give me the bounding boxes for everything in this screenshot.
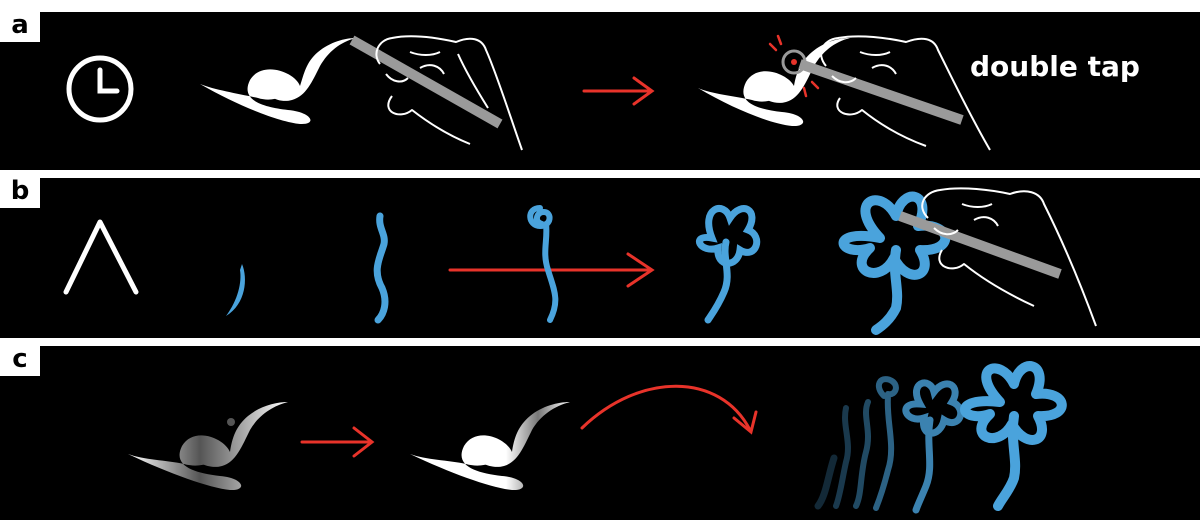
blue-stroke-stage-2 xyxy=(377,216,385,320)
sequence-stroke-5 xyxy=(906,383,961,510)
blue-stroke-stage-1 xyxy=(226,264,245,316)
blue-stroke-stage-4 xyxy=(699,208,756,320)
hand-with-pen-icon xyxy=(900,188,1096,326)
brush-stroke xyxy=(200,38,356,124)
brush-stroke-gradient-2 xyxy=(410,402,570,490)
brush-stroke-tapped xyxy=(698,38,850,126)
arrow-right-icon xyxy=(302,428,372,456)
hand-with-pen-icon xyxy=(352,36,522,150)
panel-c: c xyxy=(0,346,1200,520)
sequence-stroke-3 xyxy=(856,402,868,506)
sequence-stroke-2 xyxy=(836,408,848,506)
arrow-right-icon xyxy=(584,78,652,104)
panel-b: b xyxy=(0,178,1200,338)
brush-stroke-gradient-1 xyxy=(128,402,288,490)
panel-a-canvas xyxy=(0,12,1200,170)
blue-stroke-stage-3 xyxy=(530,208,555,320)
stroke-sequence xyxy=(818,366,1062,510)
blue-stroke-stage-5 xyxy=(844,197,946,330)
panel-b-canvas xyxy=(0,178,1200,338)
curved-arrow-icon xyxy=(582,386,756,432)
sequence-stroke-1 xyxy=(818,458,834,506)
caret-icon xyxy=(66,222,136,292)
pen-contact-dot xyxy=(227,418,235,426)
panel-c-canvas xyxy=(0,346,1200,520)
clock-icon xyxy=(69,58,131,120)
hand-with-pen-icon xyxy=(800,36,990,150)
sequence-stroke-6 xyxy=(965,366,1062,506)
panel-a: a xyxy=(0,12,1200,170)
double-tap-caption: double tap xyxy=(970,50,1140,83)
sequence-stroke-4 xyxy=(876,379,896,508)
